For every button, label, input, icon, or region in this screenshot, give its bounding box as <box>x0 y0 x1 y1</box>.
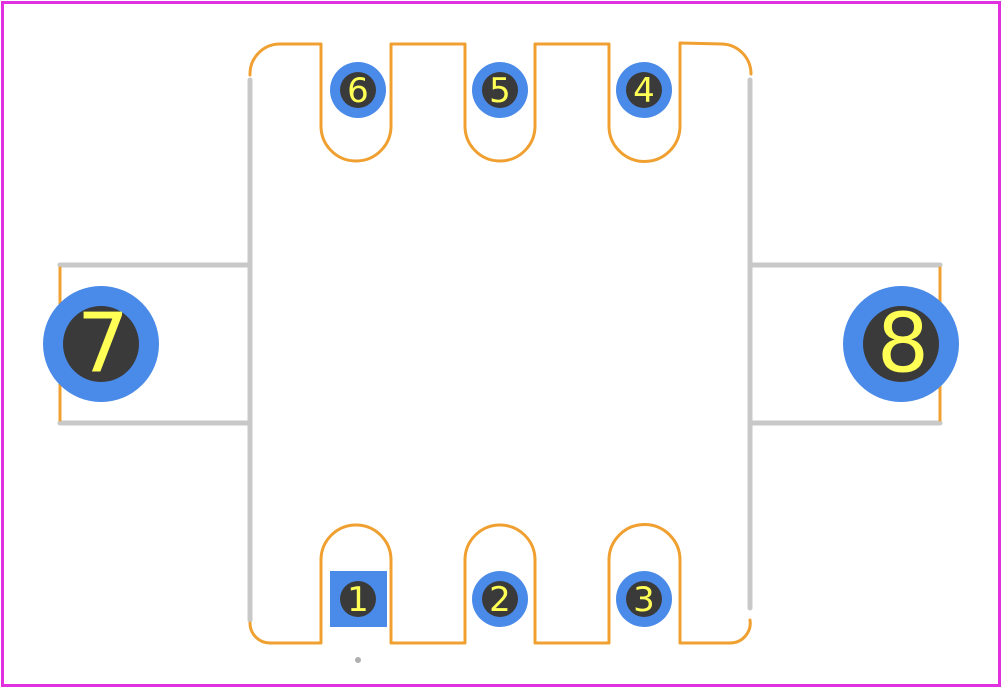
pin1-marker-dot <box>355 657 361 663</box>
pad-4-label: 4 <box>633 71 655 111</box>
pad-5-label: 5 <box>489 71 511 111</box>
pad-5-drill <box>482 72 518 108</box>
pad-3[interactable]: 3 <box>616 571 672 627</box>
pad-6-drill <box>340 72 376 108</box>
pad-2-drill <box>482 581 518 617</box>
pad-6-label: 6 <box>347 71 369 111</box>
pad-3-drill <box>626 581 662 617</box>
pad-4-drill <box>626 72 662 108</box>
pad-7-label: 7 <box>77 297 129 392</box>
pad-8-drill <box>863 306 939 382</box>
pad-7-drill <box>63 306 139 382</box>
courtyard-top <box>248 41 753 163</box>
pad-1[interactable]: 1 <box>330 571 387 627</box>
pad-5[interactable]: 5 <box>472 62 528 118</box>
pad-2-label: 2 <box>489 580 511 620</box>
pad-2[interactable]: 2 <box>472 571 528 627</box>
silkscreen-outline <box>57 77 943 623</box>
pad-1-label: 1 <box>347 580 369 620</box>
pad-8[interactable]: 8 <box>843 286 959 402</box>
pad-7[interactable]: 7 <box>43 286 159 402</box>
pad-6[interactable]: 6 <box>330 62 386 118</box>
courtyard-outline <box>58 41 942 645</box>
pad-3-label: 3 <box>633 580 655 620</box>
courtyard-bottom <box>248 523 752 645</box>
pad-4[interactable]: 4 <box>616 62 672 118</box>
pad-1-drill <box>340 581 376 617</box>
pad-8-label: 8 <box>877 297 929 392</box>
